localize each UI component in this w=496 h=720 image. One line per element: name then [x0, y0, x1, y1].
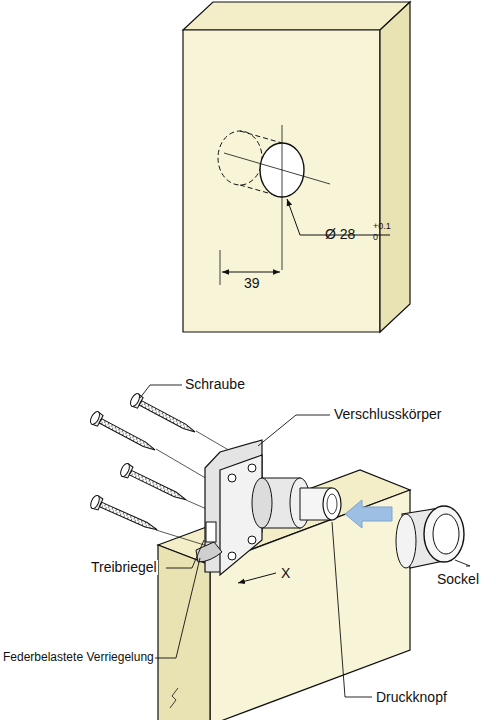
- screw: [89, 494, 160, 536]
- screw: [129, 392, 199, 438]
- part-name: Treibriegel: [90, 560, 158, 575]
- screw-hole: [248, 464, 256, 472]
- dimension-line: [222, 272, 280, 273]
- part-name: Sockel: [436, 572, 480, 587]
- board-bottom: [158, 470, 410, 720]
- latch-body: [196, 440, 341, 575]
- screw-hole: [228, 474, 236, 482]
- screw: [119, 462, 189, 506]
- leader-line: [455, 560, 470, 566]
- board-edge-face: [183, 30, 380, 332]
- screws: [89, 392, 199, 536]
- screw-hole: [248, 536, 256, 544]
- leader-line: [332, 522, 372, 697]
- diameter-leader: [287, 199, 300, 235]
- leader-line: [140, 385, 182, 398]
- dimension-text: 39: [243, 276, 261, 291]
- extension-line: [220, 250, 221, 285]
- block-end-face: [158, 545, 210, 720]
- screw: [89, 410, 159, 456]
- dimension-line: [238, 573, 276, 583]
- screw-hole: [228, 552, 236, 560]
- board-top: [183, 2, 410, 332]
- socket-flange: [424, 506, 464, 562]
- leader-line: [258, 415, 330, 446]
- push-button: [323, 488, 341, 520]
- dimension-text: X: [280, 566, 291, 581]
- barrel-end: [252, 478, 272, 528]
- push-arrow: [345, 500, 392, 528]
- tolerance-upper: +0.1: [372, 222, 392, 232]
- tolerance-lower: 0: [372, 233, 379, 243]
- part-name: Verschlusskörper: [333, 407, 442, 422]
- drill-hole: [218, 125, 330, 270]
- push-button-ring: [327, 494, 337, 514]
- socket-back: [396, 514, 416, 568]
- assembly-line: [196, 431, 232, 452]
- part-name: Schraube: [184, 377, 246, 392]
- board-top-face: [183, 2, 410, 30]
- dimension-text: Ø 28: [324, 227, 356, 242]
- center-line: [282, 125, 283, 270]
- hole-wall-hidden: [240, 131, 282, 143]
- socket: [396, 506, 464, 568]
- center-line: [224, 153, 330, 184]
- break-line: [170, 688, 178, 708]
- dimension-lines: [220, 199, 390, 285]
- part-name: Federbelastete Verriegelung: [2, 651, 155, 664]
- leader-lines: [140, 385, 470, 697]
- part-name: Druckknopf: [375, 690, 448, 705]
- socket-bore: [433, 514, 459, 554]
- board-side-face: [380, 2, 410, 332]
- bolt-slot: [206, 522, 216, 542]
